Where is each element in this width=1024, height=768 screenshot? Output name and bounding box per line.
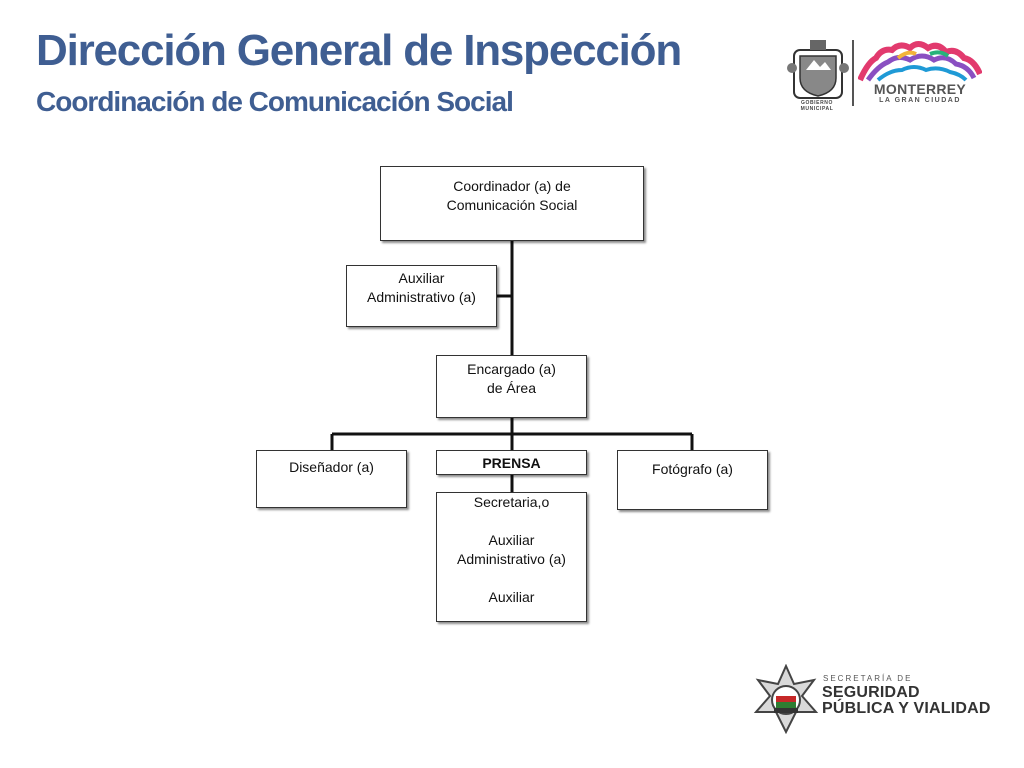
coordinator-line2: Comunicación Social <box>446 197 578 213</box>
press-label: PRENSA <box>482 455 541 471</box>
monterrey-mountain-logo <box>858 41 982 82</box>
assistant-line1: Auxiliar <box>398 270 445 286</box>
page-title: Dirección General de Inspección <box>36 26 682 75</box>
monterrey-wordmark: MONTERREY <box>873 81 967 97</box>
police-star-badge-logo <box>753 664 819 734</box>
logo-divider <box>852 40 854 106</box>
monterrey-tagline: LA GRAN CIUDAD <box>879 97 961 104</box>
press-staff-box: Secretaria,o Auxiliar Administrativo (a)… <box>436 492 587 622</box>
press-box: PRENSA <box>436 450 587 475</box>
area-manager-line1: Encargado (a) <box>467 361 556 377</box>
municipal-seal-caption: Gobierno Municipal <box>800 100 834 112</box>
press-staff-line2: Auxiliar <box>488 532 535 548</box>
press-staff-line1: Secretaria,o <box>473 494 550 510</box>
coordinator-line1: Coordinador (a) de <box>453 178 571 194</box>
assistant-box: Auxiliar Administrativo (a) <box>346 265 497 327</box>
area-manager-line2: de Área <box>486 380 537 396</box>
designer-label: Diseñador (a) <box>289 459 374 475</box>
page-subtitle: Coordinación de Comunicación Social <box>36 86 514 117</box>
press-staff-spacer <box>437 569 586 588</box>
secretaria-prefix: SECRETARÍA DE <box>823 674 913 683</box>
photographer-label: Fotógrafo (a) <box>652 461 733 477</box>
secretaria-line2: PÚBLICA Y VIALIDAD <box>822 700 991 717</box>
assistant-line2: Administrativo (a) <box>367 289 476 305</box>
press-staff-line3: Administrativo (a) <box>457 551 566 567</box>
press-staff-spacer <box>437 512 586 531</box>
area-manager-box: Encargado (a) de Área <box>436 355 587 418</box>
secretaria-line1: SEGURIDAD <box>822 684 920 701</box>
coordinator-box: Coordinador (a) de Comunicación Social <box>380 166 644 241</box>
press-staff-line4: Auxiliar <box>488 589 535 605</box>
designer-box: Diseñador (a) <box>256 450 407 508</box>
municipal-seal-logo <box>787 40 849 99</box>
photographer-box: Fotógrafo (a) <box>617 450 768 510</box>
